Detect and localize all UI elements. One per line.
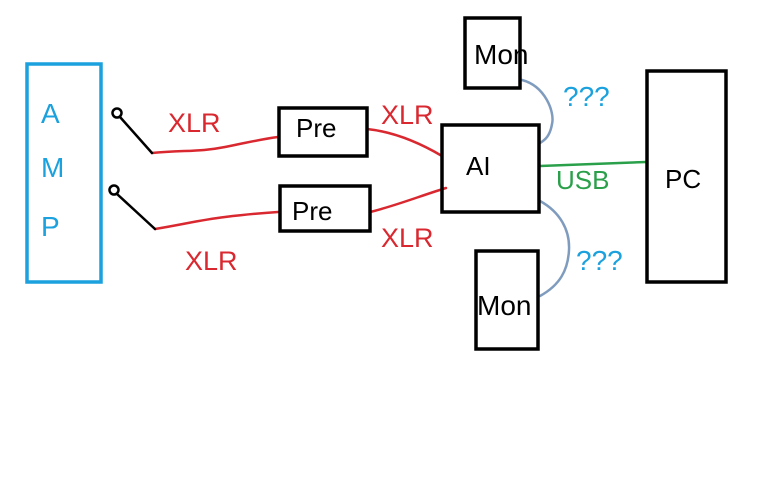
preamp-bottom-box (278, 184, 372, 233)
audio-interface-box (440, 123, 541, 214)
monitor-bottom-label: Mon (477, 290, 531, 321)
pc-box (645, 69, 728, 284)
amp-letter-m: M (41, 152, 64, 183)
amp-box (25, 62, 103, 284)
amp-output-switch-bottom (108, 184, 157, 231)
xlr-label-pre-bottom-to-ai: XLR (381, 223, 434, 253)
unknown-cable-label-bottom: ??? (576, 245, 623, 276)
preamp-bottom-label: Pre (292, 196, 332, 226)
monitor-cable-top (520, 78, 554, 145)
xlr-cable-amp-to-pre-top (150, 135, 280, 155)
xlr-cable-pre-bottom-to-ai (368, 186, 448, 214)
monitor-top-label: Mon (474, 39, 528, 70)
amp-letter-p: P (41, 211, 60, 242)
xlr-label-amp-to-pre-top: XLR (168, 108, 221, 138)
xlr-label-amp-to-pre-bottom: XLR (185, 246, 238, 276)
amp-letter-a: A (41, 98, 60, 129)
xlr-cable-amp-to-pre-bottom (153, 210, 280, 231)
pc-label: PC (665, 164, 701, 194)
monitor-top-box (463, 16, 522, 90)
monitor-bottom-box (474, 249, 540, 351)
xlr-label-pre-top-to-ai: XLR (381, 100, 434, 130)
preamp-top-box (277, 106, 369, 158)
amp-output-switch-top (111, 107, 154, 155)
usb-label: USB (556, 165, 609, 195)
unknown-cable-label-top: ??? (563, 81, 610, 112)
usb-cable-ai-to-pc (538, 160, 648, 168)
monitor-cable-bottom (538, 199, 571, 298)
preamp-top-label: Pre (296, 113, 336, 143)
xlr-cable-pre-top-to-ai (365, 127, 444, 158)
amp-label: A M P (41, 98, 64, 242)
audio-interface-label: AI (466, 151, 491, 181)
